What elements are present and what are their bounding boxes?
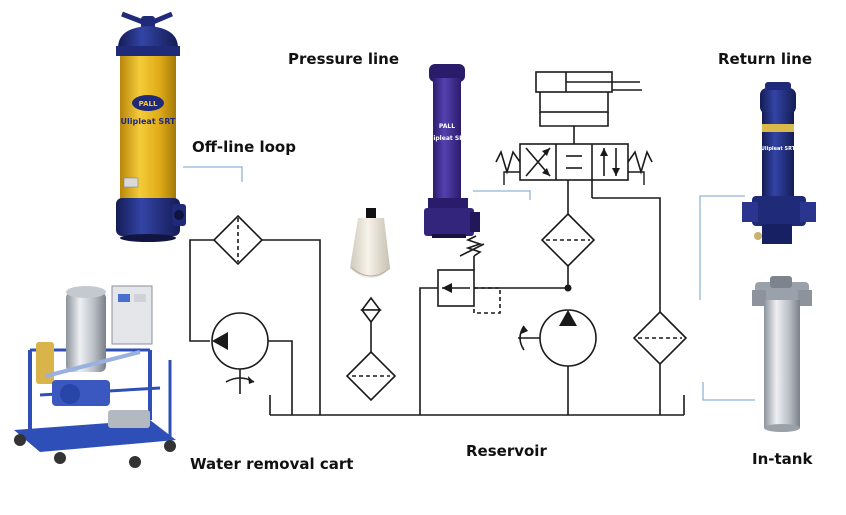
intank-callout-line	[702, 382, 755, 401]
return-callout-line	[699, 195, 745, 300]
offline-loop-label: Off-line loop	[192, 138, 296, 156]
pressure-filter-housing-image: PALL Ulipleat SRT	[424, 64, 480, 238]
breather-filter-symbol	[345, 296, 397, 402]
return-filter-symbol	[632, 310, 688, 415]
offline-filter-housing-image: PALL Ulipleat SRT	[116, 11, 186, 242]
pressure-filter-symbol	[540, 212, 596, 268]
offline-pump-symbol	[211, 312, 293, 415]
intank-filter-housing-image	[752, 276, 812, 432]
offline-callout-line	[183, 166, 243, 182]
hydraulic-schematic	[189, 71, 688, 416]
return-model-text: Ulipleat SRT	[761, 146, 796, 152]
return-line-label: Return line	[718, 50, 813, 68]
pump-symbol	[518, 309, 597, 415]
relief-valve-symbol	[419, 235, 501, 415]
pressure-brand-text: PALL	[439, 123, 455, 130]
return-filter-housing-image: Ulipleat SRT	[742, 82, 816, 244]
water-removal-cart-label: Water removal cart	[190, 455, 354, 473]
pressure-line-label: Pressure line	[288, 50, 400, 68]
directional-valve-symbol	[495, 126, 661, 312]
breather-cap-image	[350, 208, 391, 278]
offline-filter-symbol	[212, 214, 264, 266]
reservoir-label: Reservoir	[466, 442, 547, 460]
pall-logo-icon	[132, 95, 164, 111]
offline-model-text: Ulipleat SRT	[121, 117, 176, 126]
offline-brand-text: PALL	[139, 100, 158, 108]
intank-label: In-tank	[752, 450, 813, 468]
water-removal-cart-image	[14, 285, 176, 468]
pressure-callout-line	[473, 190, 531, 200]
pressure-model-text: Ulipleat SRT	[426, 135, 468, 142]
offline-loop-circuit	[189, 214, 321, 415]
pressure-line-circuit	[474, 180, 597, 415]
cylinder-symbol	[535, 71, 642, 127]
